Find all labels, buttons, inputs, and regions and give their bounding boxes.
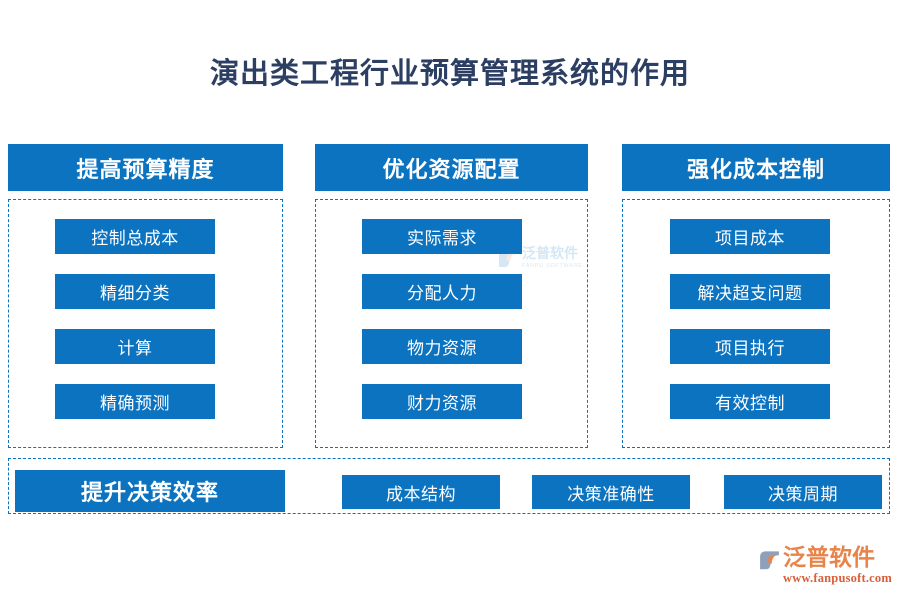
column-group-2 — [315, 199, 588, 448]
bottom-item-1[interactable]: 成本结构 — [342, 475, 500, 509]
brand-logo-cn: 泛普软件 — [783, 545, 876, 570]
column-2-item-1[interactable]: 实际需求 — [362, 219, 522, 254]
column-2-item-3[interactable]: 物力资源 — [362, 329, 522, 364]
bottom-item-3[interactable]: 决策周期 — [724, 475, 882, 509]
column-2-item-2[interactable]: 分配人力 — [362, 274, 522, 309]
column-items-1: 控制总成本 精细分类 计算 精确预测 — [55, 219, 215, 419]
brand-logo-text: 泛普软件 www.fanpusoft.com — [783, 545, 892, 586]
column-group-1 — [8, 199, 283, 448]
column-header-3[interactable]: 强化成本控制 — [622, 144, 890, 191]
column-group-3 — [622, 199, 890, 448]
column-1-item-2[interactable]: 精细分类 — [55, 274, 215, 309]
column-3-item-2[interactable]: 解决超支问题 — [670, 274, 830, 309]
column-1-item-4[interactable]: 精确预测 — [55, 384, 215, 419]
column-3-item-1[interactable]: 项目成本 — [670, 219, 830, 254]
bottom-item-2[interactable]: 决策准确性 — [532, 475, 690, 509]
column-3-item-3[interactable]: 项目执行 — [670, 329, 830, 364]
column-items-3: 项目成本 解决超支问题 项目执行 有效控制 — [670, 219, 830, 419]
column-header-1[interactable]: 提高预算精度 — [8, 144, 283, 191]
fanpu-logo-icon — [760, 551, 779, 570]
column-3-item-4[interactable]: 有效控制 — [670, 384, 830, 419]
bottom-group — [8, 458, 890, 514]
page-title: 演出类工程行业预算管理系统的作用 — [209, 58, 690, 90]
column-items-2: 实际需求 分配人力 物力资源 财力资源 — [362, 219, 522, 419]
bottom-header[interactable]: 提升决策效率 — [15, 470, 285, 512]
brand-logo: 泛普软件 www.fanpusoft.com — [758, 545, 892, 590]
column-2-item-4[interactable]: 财力资源 — [362, 384, 522, 419]
column-header-2[interactable]: 优化资源配置 — [315, 144, 588, 191]
column-1-item-1[interactable]: 控制总成本 — [55, 219, 215, 254]
brand-logo-url: www.fanpusoft.com — [783, 571, 892, 586]
column-1-item-3[interactable]: 计算 — [55, 329, 215, 364]
